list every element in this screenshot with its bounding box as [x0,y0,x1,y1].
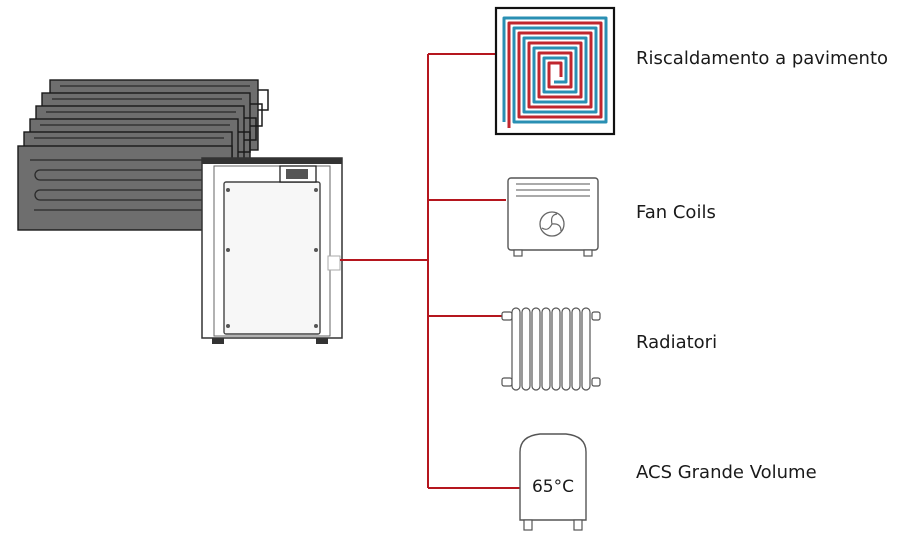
tank-temperature: 65°C [532,477,574,497]
label-radiators: Radiatori [636,332,718,353]
fan-coil-icon [507,177,599,257]
underfloor-heating-icon [494,6,616,136]
label-underfloor-heating: Riscaldamento a pavimento [636,48,889,69]
hot-water-tank-icon: 65°C [519,433,587,531]
distribution-pipes [340,53,520,489]
heat-pump-unit-icon [201,157,343,344]
label-fan-coils: Fan Coils [636,202,716,223]
solar-thermal-panels-icon [17,79,269,231]
radiator-icon [501,307,601,391]
label-hot-water-tank: ACS Grande Volume [636,462,817,483]
